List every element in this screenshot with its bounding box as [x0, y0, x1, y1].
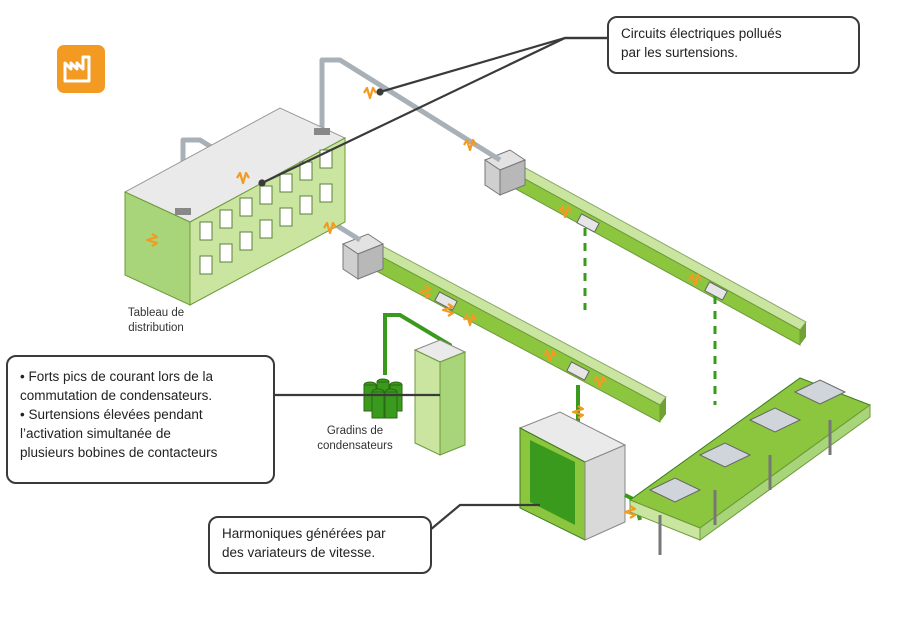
- label-panel-line2: distribution: [128, 322, 184, 334]
- callout-leaders: [258, 36, 610, 531]
- callout-bottom-line2: des variateurs de vitesse.: [222, 545, 376, 560]
- callout-current-peaks: • Forts pics de courant lors de la commu…: [6, 355, 275, 484]
- callout-left-line2: commutation de condensateurs.: [20, 388, 213, 403]
- label-cap-line1: Gradins de: [326, 425, 384, 437]
- callout-top-line1: Circuits électriques pollués: [621, 26, 782, 41]
- capacitor-bank: [363, 313, 467, 456]
- variable-speed-drive-cabinet: [518, 385, 642, 541]
- callout-left-line5: plusieurs bobines de contacteurs: [20, 445, 218, 460]
- callout-top-line2: par les surtensions.: [621, 45, 739, 60]
- label-distribution-panel: Tableau de distribution: [118, 306, 194, 336]
- callout-left-line4: l’activation simultanée de: [20, 426, 171, 441]
- label-panel-line1: Tableau de: [127, 307, 185, 319]
- callout-left-line3: • Surtensions élevées pendant: [20, 407, 203, 422]
- busbar-upper: [483, 149, 807, 405]
- factory-icon: [57, 45, 105, 93]
- callout-bottom-line1: Harmoniques générées par: [222, 526, 386, 541]
- conveyor: [628, 377, 872, 555]
- label-cap-line2: condensateurs: [317, 440, 393, 452]
- callout-left-line1: • Forts pics de courant lors de la: [20, 369, 214, 384]
- busbar-lower: [341, 233, 667, 423]
- label-capacitor-steps: Gradins de condensateurs: [310, 424, 400, 454]
- distribution-panel: [123, 107, 347, 306]
- callout-polluted-circuits: Circuits électriques pollués par les sur…: [607, 16, 860, 74]
- callout-harmonics: Harmoniques générées par des variateurs …: [208, 516, 432, 574]
